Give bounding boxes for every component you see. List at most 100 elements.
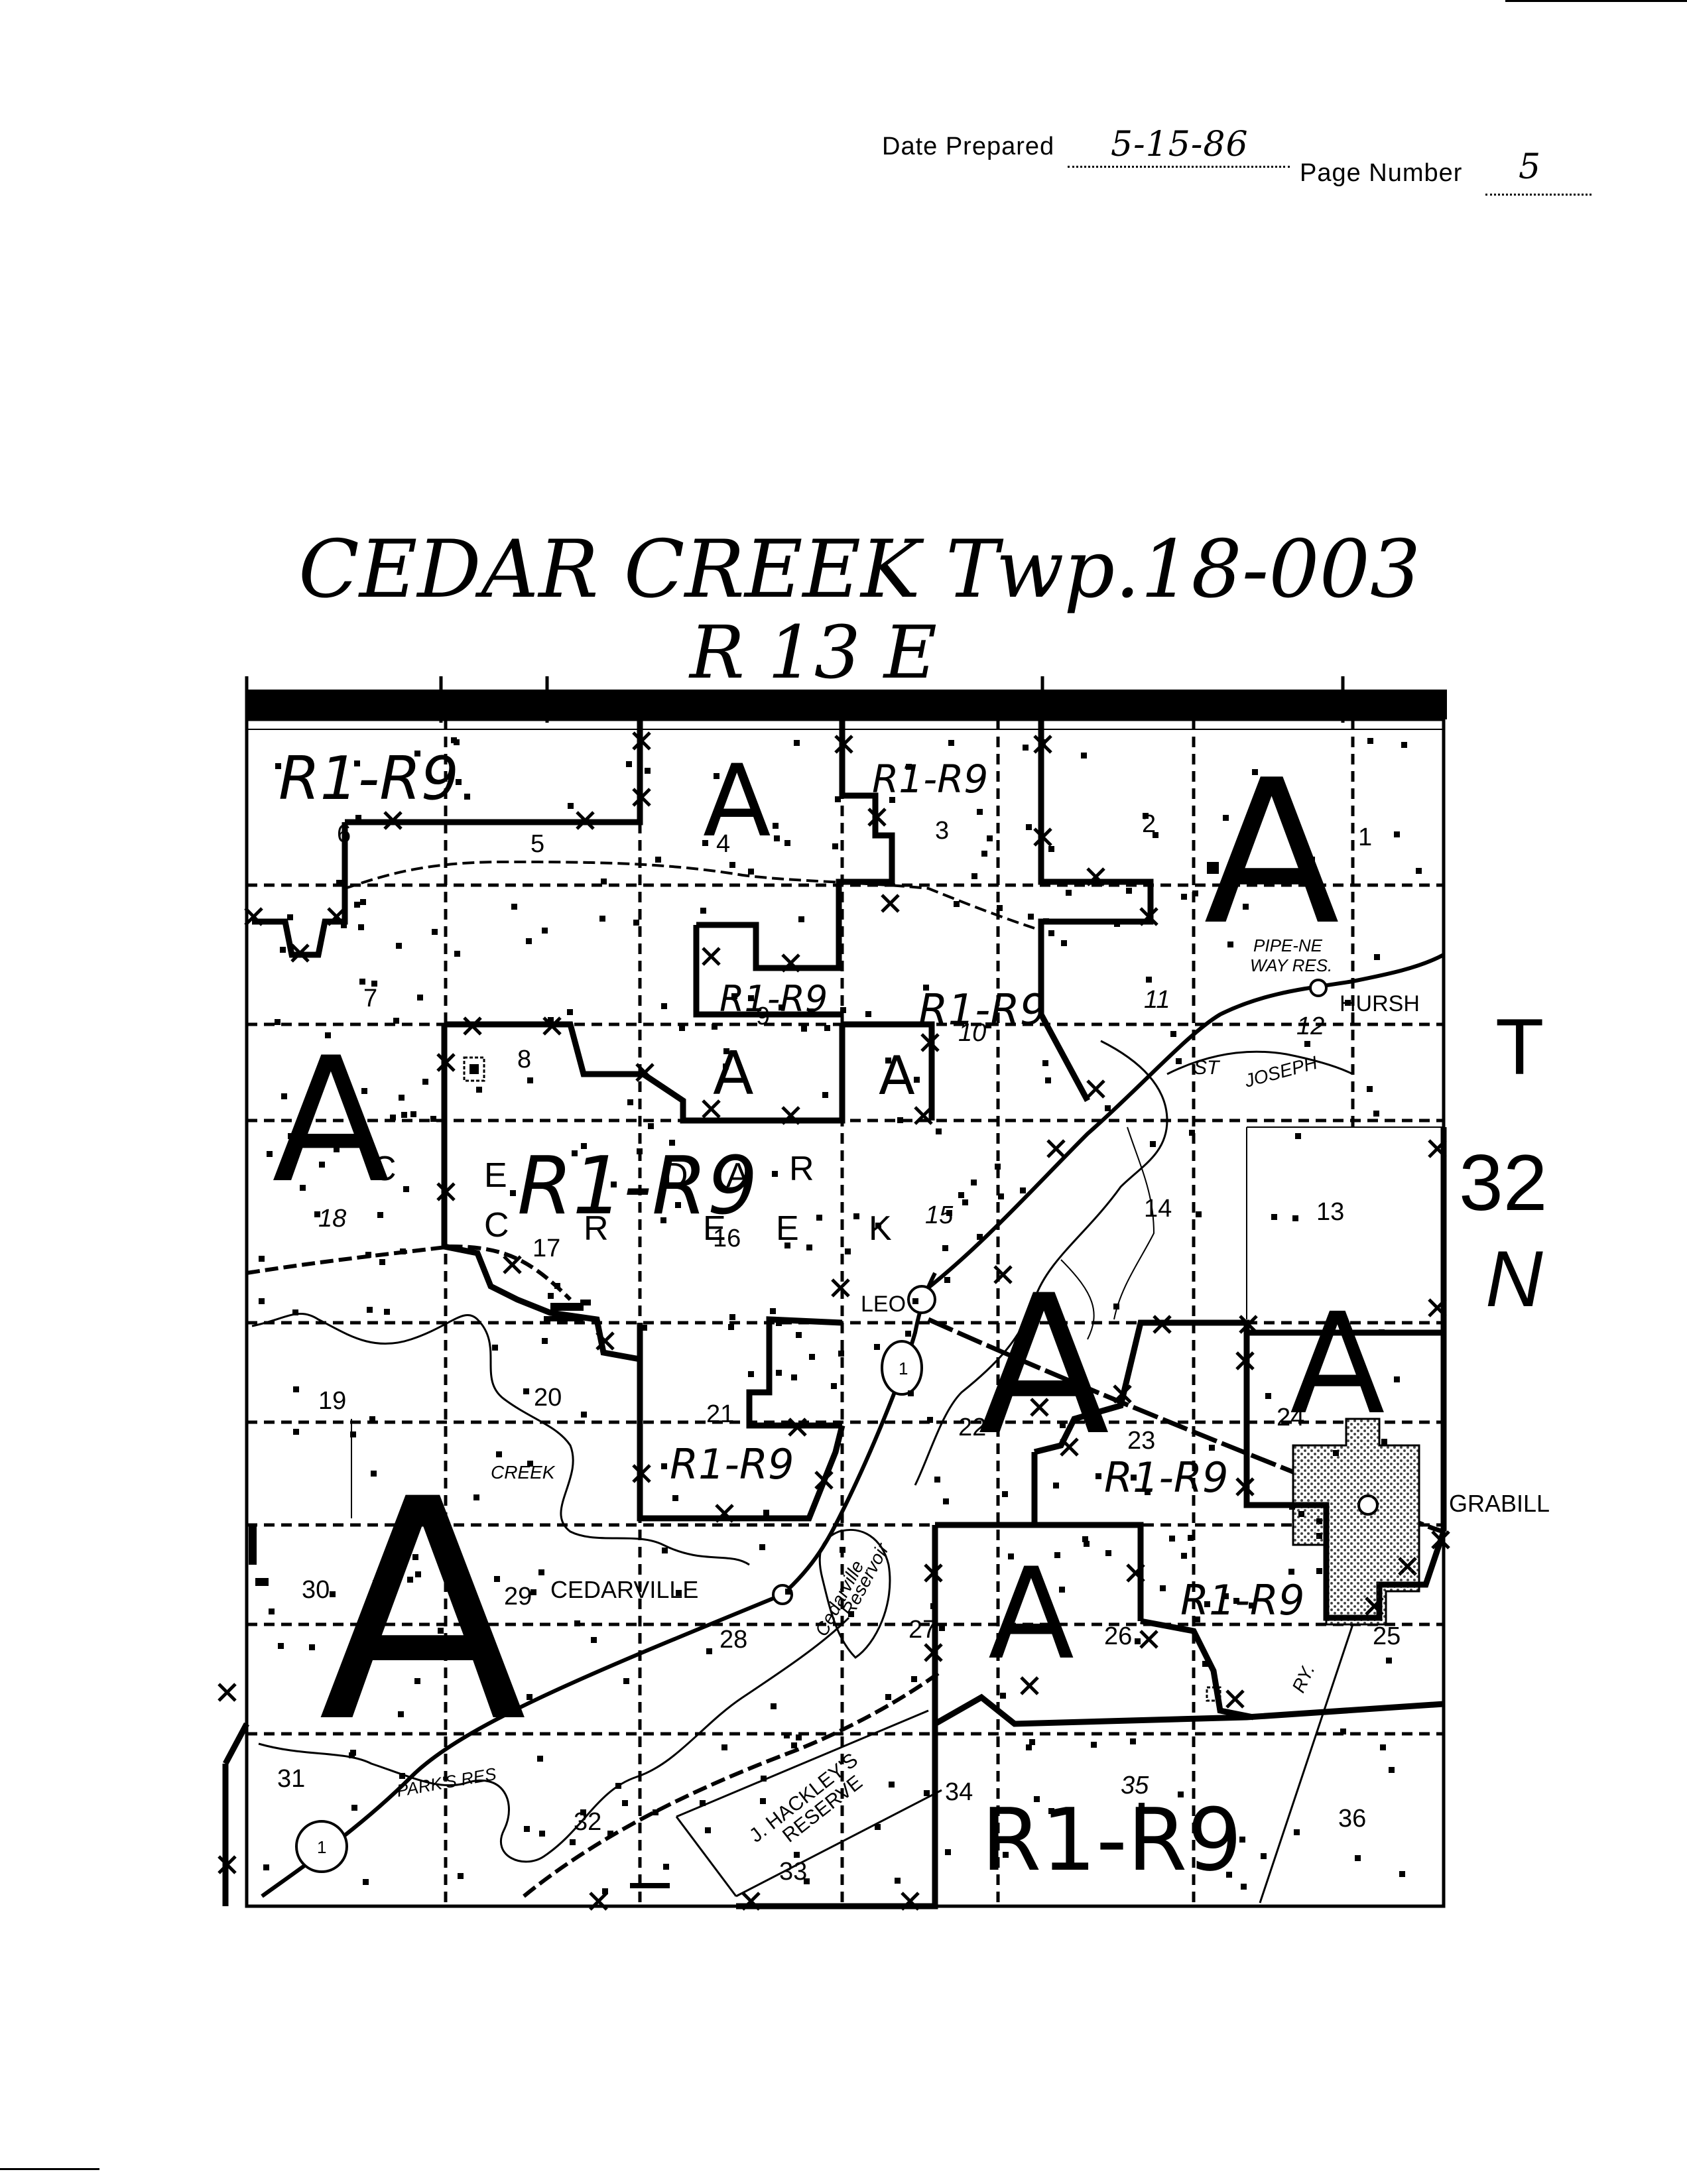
house-dot <box>300 1185 306 1191</box>
house-dot <box>1304 1041 1310 1047</box>
house-dot <box>1081 753 1087 758</box>
house-dot <box>567 1009 573 1015</box>
cedar-letter-1: C <box>371 1150 397 1188</box>
house-dot <box>705 1827 711 1833</box>
house-dot <box>794 740 800 746</box>
house-dot <box>1043 918 1049 924</box>
township-number: 32 <box>1459 1138 1547 1227</box>
house-dot <box>958 1192 964 1198</box>
house-dot <box>1040 739 1046 745</box>
house-dot <box>776 1320 782 1326</box>
house-dot <box>784 1732 790 1738</box>
house-dot <box>804 1878 810 1884</box>
place-grabill: GRABILL <box>1449 1490 1550 1517</box>
house-dot <box>336 880 342 886</box>
house-dot <box>1295 1133 1301 1139</box>
house-dot <box>700 1800 706 1806</box>
house-dot <box>1105 1550 1111 1556</box>
house-dot <box>729 1314 735 1320</box>
house-dot <box>626 761 632 767</box>
house-dot <box>772 1171 778 1177</box>
house-dot <box>1059 1587 1065 1593</box>
zone-a-sec9: A <box>713 1039 754 1109</box>
house-dot <box>676 1590 682 1596</box>
house-dot <box>349 1752 355 1758</box>
section-number-12: 12 <box>1296 1012 1324 1040</box>
house-dot <box>1034 1796 1040 1802</box>
house-dot <box>263 1864 269 1870</box>
house-dot <box>278 1643 284 1649</box>
house-dot <box>1114 921 1120 927</box>
house-dot <box>269 1608 275 1614</box>
section-number-20: 20 <box>534 1384 562 1412</box>
house-dot <box>885 1694 891 1700</box>
house-dot <box>1042 1060 1048 1066</box>
house-dot <box>365 1252 371 1258</box>
house-dot <box>288 1133 294 1139</box>
house-dot <box>280 947 286 953</box>
north-border <box>247 690 1447 719</box>
section-number-24: 24 <box>1277 1404 1304 1431</box>
house-dot <box>1053 1483 1059 1488</box>
house-dot <box>971 1180 977 1185</box>
house-dot <box>874 1344 880 1350</box>
house-dot <box>832 843 838 849</box>
house-dot <box>627 1099 633 1105</box>
house-dot <box>410 1111 416 1117</box>
house-dot <box>773 823 779 829</box>
house-dot <box>438 1628 444 1634</box>
house-dot <box>723 1048 729 1054</box>
page-number-value: 5 <box>1519 147 1542 187</box>
house-dot <box>728 1324 734 1330</box>
house-dot <box>1028 914 1034 920</box>
house-dot <box>399 1773 405 1779</box>
house-dot <box>292 1309 298 1315</box>
house-dot <box>1265 1393 1271 1399</box>
house-dot <box>591 1637 597 1643</box>
section-number-5: 5 <box>531 830 544 858</box>
house-dot <box>806 1244 812 1250</box>
house-dot <box>1023 745 1029 751</box>
section-number-18: 18 <box>318 1205 346 1233</box>
house-dot <box>1026 824 1032 830</box>
place-cedarville: CEDARVILLE <box>550 1576 698 1603</box>
house-dot <box>581 1143 587 1149</box>
house-dot <box>526 938 532 944</box>
house-dot <box>934 1477 940 1483</box>
house-dot <box>776 1370 782 1376</box>
house-dot <box>568 803 574 809</box>
section-number-35: 35 <box>1121 1772 1149 1799</box>
zone-r1r9-sec3: R1-R9 <box>872 757 988 802</box>
section-number-14: 14 <box>1144 1195 1172 1223</box>
parks-creek <box>258 1616 850 1863</box>
house-dot <box>574 1620 580 1626</box>
house-dot <box>1054 1552 1060 1558</box>
house-dot <box>1176 1058 1182 1064</box>
house-dot <box>354 902 360 908</box>
house-dot <box>1289 1504 1295 1510</box>
house-dot <box>1394 831 1400 837</box>
header: Date Prepared 5-15-86 Page Number 5 <box>882 125 1598 212</box>
house-dot <box>1026 1744 1032 1750</box>
house-dot <box>354 760 360 766</box>
route-1-label-north: 1 <box>899 1359 908 1378</box>
house-dot <box>1169 1536 1175 1542</box>
cedar-letter-5: R <box>789 1150 814 1188</box>
house-dot <box>334 1146 340 1152</box>
section-number-17: 17 <box>532 1235 560 1262</box>
section-number-21: 21 <box>706 1400 734 1428</box>
house-dot <box>1292 1215 1298 1221</box>
house-dot <box>908 1390 914 1396</box>
zone-r1r9-nw: R1-R9 <box>279 744 459 814</box>
house-dot <box>1249 1603 1255 1608</box>
house-dot <box>415 1571 421 1577</box>
route-1-label-south: 1 <box>317 1837 326 1857</box>
house-dot <box>760 1798 766 1804</box>
house-dot <box>393 1018 399 1024</box>
river-label-joseph: JOSEPH <box>1242 1052 1320 1091</box>
house-dot <box>637 1148 643 1154</box>
house-dot <box>748 869 754 875</box>
house-dot <box>473 1494 479 1500</box>
hackley-reserve-outline <box>675 1709 942 1898</box>
section-number-25: 25 <box>1373 1622 1401 1650</box>
